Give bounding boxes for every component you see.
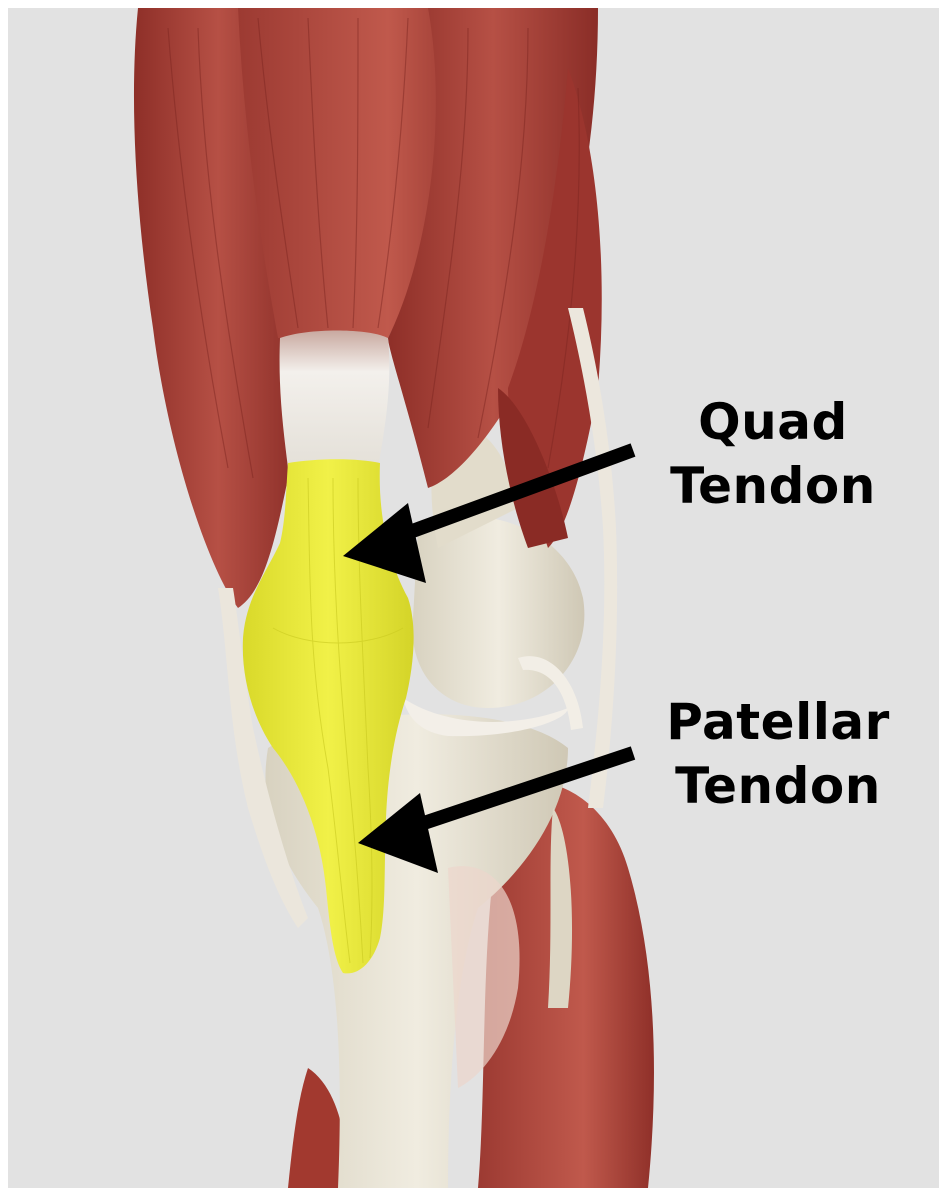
patellar-tendon-label-line1: Patellar (638, 690, 918, 754)
quad-tendon-label-line2: Tendon (648, 454, 898, 518)
anatomy-illustration-frame: Quad Tendon Patellar Tendon (8, 8, 939, 1188)
knee-anatomy-illustration (8, 8, 939, 1188)
quad-tendon-label-line1: Quad (648, 390, 898, 454)
patellar-tendon-label-line2: Tendon (638, 754, 918, 818)
patellar-tendon-label: Patellar Tendon (638, 690, 918, 818)
quad-tendon-label: Quad Tendon (648, 390, 898, 518)
quad-tendon-white (280, 331, 390, 469)
